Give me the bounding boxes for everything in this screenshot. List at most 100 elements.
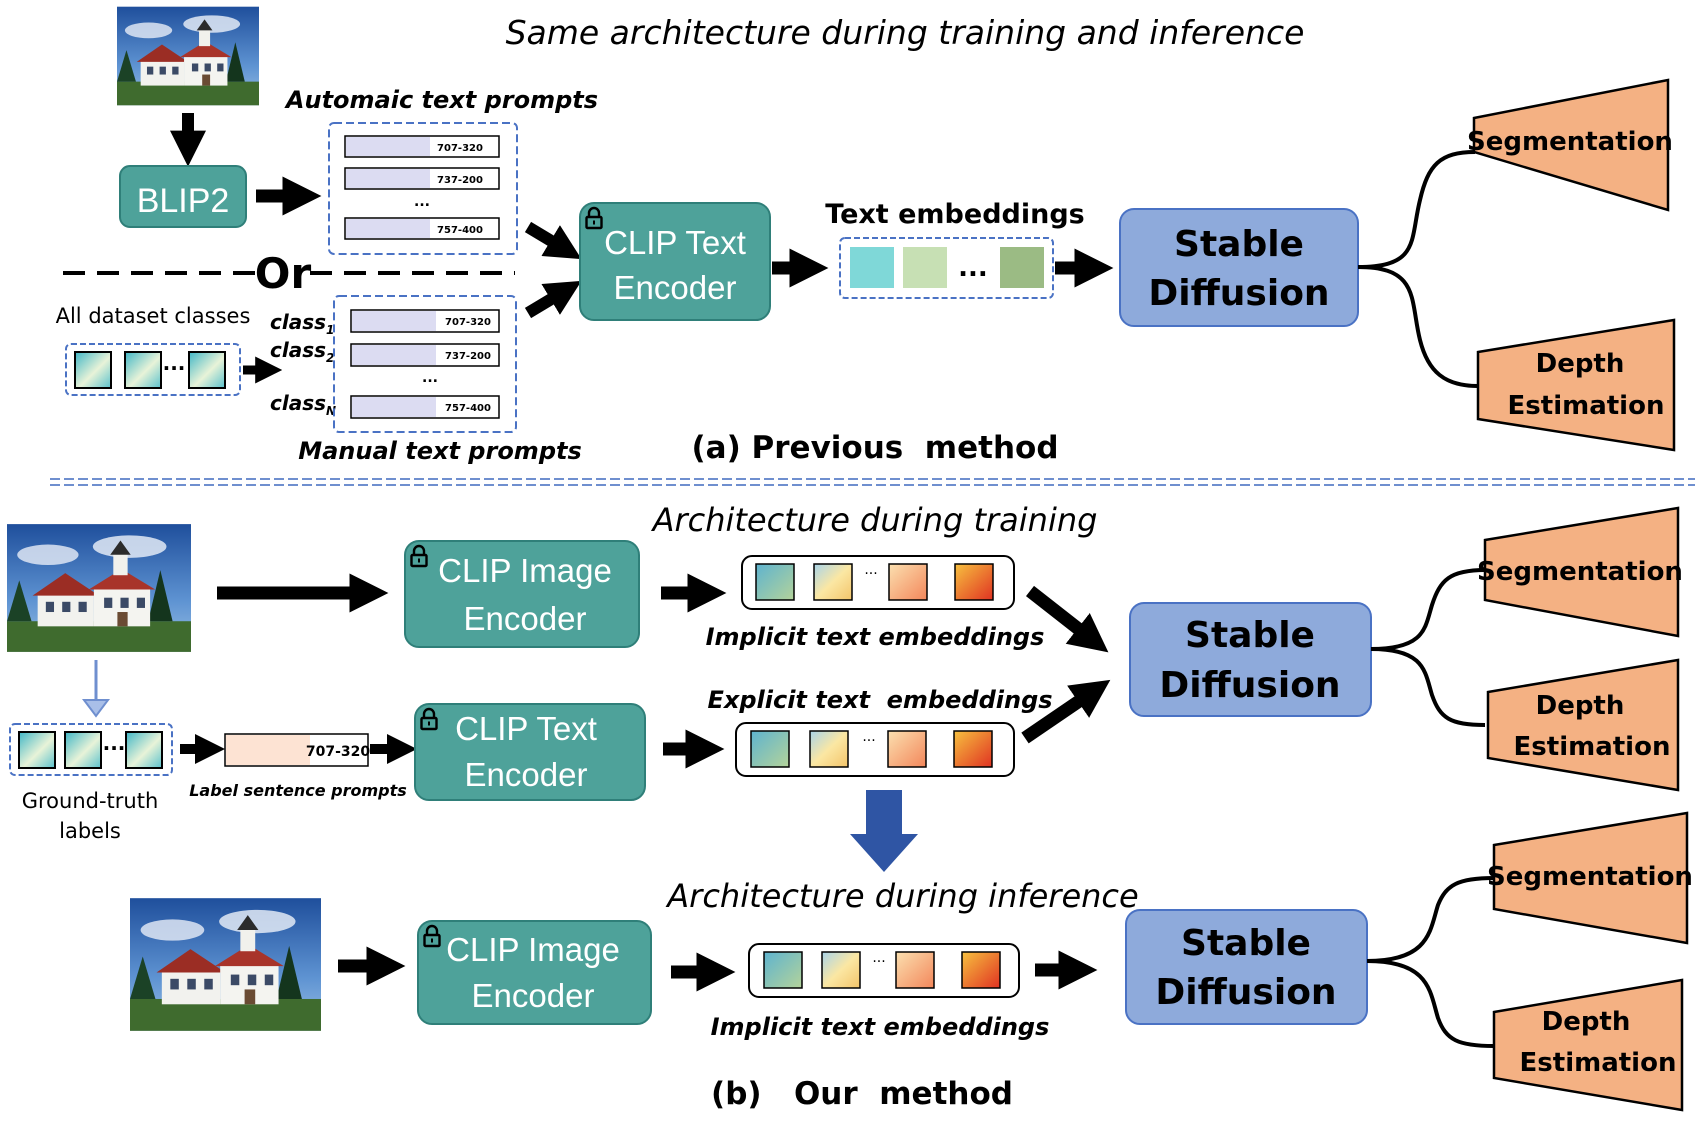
depth-label: Depth [1536, 349, 1625, 379]
class-icon [74, 351, 112, 389]
embedding-cell [813, 563, 853, 601]
arrow-implicit-to-sd [1025, 585, 1109, 653]
clip-image-encoder-box [404, 540, 640, 648]
down-arrow-to-inference [850, 790, 918, 872]
prompt-bar [352, 311, 436, 331]
implicit-embeddings-box [748, 943, 1020, 998]
clip-text-encoder-label: CLIP Text [455, 710, 597, 747]
explicit-embeddings-label: Explicit text embeddings [707, 686, 1052, 714]
label-bar [226, 735, 310, 765]
prompt-bar [346, 137, 430, 156]
class-icon [188, 351, 226, 389]
embedding-cell [887, 730, 927, 768]
blip2-label: BLIP2 [137, 182, 230, 220]
embedding-dots: ··· [872, 954, 885, 970]
depth-label: Estimation [1508, 391, 1665, 421]
embedding-cell [809, 730, 849, 768]
prompt-bar [346, 219, 430, 238]
prompt-bar [346, 169, 430, 188]
stable-diffusion-label: Diffusion [1155, 972, 1336, 1013]
house-image [130, 898, 321, 1031]
clip-text-encoder-label: Encoder [465, 756, 588, 793]
depth-label: Depth [1536, 691, 1625, 721]
stable-diffusion-label: Diffusion [1159, 665, 1340, 706]
clip-image-encoder-label: Encoder [464, 600, 587, 637]
explicit-embeddings-box [735, 722, 1015, 777]
prompt-tag: 757-400 [437, 225, 483, 236]
inference-title: Architecture during inference [665, 877, 1138, 915]
depth-head [1492, 978, 1684, 1112]
auto-prompts-label: Automaic text prompts [284, 86, 598, 114]
embedding-cell [953, 730, 993, 768]
class-icon [124, 351, 162, 389]
class-icon [18, 731, 56, 769]
prompt-ellipsis: ... [414, 194, 430, 210]
gt-labels-label: labels [59, 819, 121, 843]
embedding-cell [755, 563, 795, 601]
prompt-bar [352, 397, 436, 417]
label-tag: 707-320 [306, 744, 371, 760]
embedding-cell [750, 730, 790, 768]
implicit-embeddings-label: Implicit text embeddings [711, 1013, 1050, 1041]
depth-label: Depth [1542, 1007, 1631, 1037]
class-icons-box [65, 343, 241, 396]
prompt-bar [352, 345, 436, 365]
embedding-cell [821, 951, 861, 989]
label-sentence-caption: Label sentence prompts [189, 781, 407, 800]
clip-image-encoder-label: CLIP Image [446, 931, 620, 968]
section-b-inference: Architecture during inference CLIP Image… [130, 811, 1693, 1112]
clip-text-encoder-label: Encoder [614, 269, 737, 306]
stable-diffusion-label: Stable [1181, 923, 1311, 964]
depth-head [1486, 658, 1680, 792]
segmentation-head [1492, 811, 1689, 945]
class-icon [125, 731, 163, 769]
embedding-dots: ··· [864, 566, 877, 582]
embedding-cell [850, 247, 894, 288]
stable-diffusion-box [1125, 909, 1368, 1025]
embedding-cell [763, 951, 803, 989]
text-embeddings-label: Text embeddings [825, 199, 1084, 230]
section-separator [50, 478, 1695, 486]
all-classes-label: All dataset classes [56, 304, 251, 328]
stable-diffusion-label: Stable [1185, 615, 1315, 656]
class-label: classN [270, 391, 336, 418]
manual-prompts-box [333, 295, 517, 433]
class-label: class1 [270, 310, 334, 337]
branch-connector [1370, 568, 1486, 727]
clip-image-encoder-box [417, 920, 652, 1025]
stable-diffusion-box [1129, 602, 1372, 717]
caption-b: (b) Our method [711, 1076, 1013, 1112]
auto-prompts-box [328, 122, 518, 255]
prompt-tag: 737-200 [437, 175, 483, 186]
stable-diffusion-label: Stable [1174, 224, 1304, 265]
arrow-auto-to-clip [524, 221, 582, 260]
section-b-training: Architecture during training CLIP Image … [7, 501, 1683, 872]
segmentation-label: Segmentation [1477, 557, 1683, 587]
training-title: Architecture during training [651, 501, 1098, 539]
arrow-explicit-to-sd [1021, 679, 1111, 744]
implicit-embeddings-label: Implicit text embeddings [706, 623, 1045, 651]
clip-image-encoder-label: Encoder [472, 977, 595, 1014]
section-a: BLIP2 Automaic text prompts 707-320 737-… [56, 6, 1676, 466]
prompt-ellipsis: ... [422, 370, 438, 386]
embedding-dots: ··· [862, 733, 875, 749]
class-label: class2 [270, 338, 334, 365]
segmentation-head [1472, 78, 1670, 212]
clip-text-encoder-label: CLIP Text [604, 224, 746, 261]
segmentation-head [1483, 506, 1680, 638]
class-dots: ··· [163, 356, 186, 380]
clip-text-encoder-box [414, 703, 646, 801]
depth-label: Estimation [1520, 1048, 1677, 1078]
text-embeddings-box [839, 237, 1054, 299]
embedding-cell [903, 247, 947, 288]
auto-prompt-rows: 707-320 737-200 ... 757-400 [344, 135, 500, 240]
embedding-ellipsis: ... [958, 253, 988, 283]
embedding-cell [1000, 247, 1044, 288]
embedding-cell [888, 563, 928, 601]
prompt-tag: 707-320 [445, 317, 491, 328]
clip-image-encoder-label: CLIP Image [438, 552, 612, 589]
manual-prompts-label: Manual text prompts [298, 437, 582, 465]
embedding-cell [961, 951, 1001, 989]
segmentation-label: Segmentation [1487, 862, 1693, 892]
implicit-embeddings-box [741, 555, 1015, 610]
